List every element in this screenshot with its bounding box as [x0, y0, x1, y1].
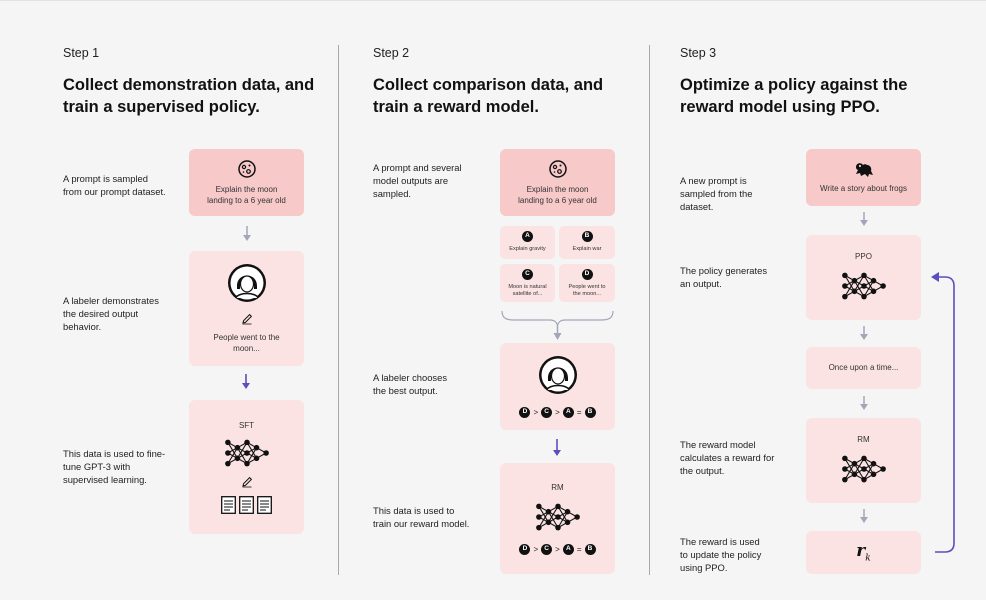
pencil-icon [241, 476, 252, 487]
frog-icon [855, 163, 873, 177]
document-icon [239, 495, 254, 514]
neural-network-icon [534, 500, 582, 534]
pencil-icon [241, 313, 252, 325]
step3-ppo-box: PPO [806, 235, 921, 320]
step3-desc-policy: The policy generates an output. [680, 265, 768, 289]
step1-demo-text: People went to the moon... [213, 333, 280, 353]
step2-brace-arrow [501, 310, 614, 340]
step3-prompt-text: Write a story about frogs [820, 183, 907, 193]
step3-desc-update: The reward is used to update the policy … [680, 536, 762, 573]
step3-ppo-label: PPO [855, 252, 872, 261]
divider-2 [649, 45, 650, 575]
step3-title: Optimize a policy against the reward mod… [680, 76, 908, 116]
document-stack [221, 495, 272, 514]
step3-desc-prompt: A new prompt is sampled from the dataset… [680, 175, 753, 212]
output-option-b: B Explain war [559, 226, 615, 259]
neural-network-icon [840, 269, 888, 303]
step2-title: Collect comparison data, and train a rew… [373, 76, 604, 116]
moon-icon [548, 160, 567, 178]
step3-desc-reward: The reward model calculates a reward for… [680, 439, 775, 476]
step2-rm-box: RM D > C > A = B [500, 463, 615, 574]
step1-arrow-2 [242, 374, 250, 389]
divider-1 [338, 45, 339, 575]
step1-arrow-1 [243, 226, 251, 241]
step1-desc-prompt: A prompt is sampled from our prompt data… [63, 173, 166, 197]
neural-network-icon [840, 452, 888, 486]
step1-prompt-box: Explain the moon landing to a 6 year old [189, 149, 304, 216]
step2-label: Step 2 [373, 46, 410, 60]
step3-rm-label: RM [857, 435, 870, 444]
output-option-d: D People went to the moon... [559, 264, 615, 302]
step3-output-box: Once upon a time... [806, 347, 921, 389]
step3-arrow-3 [860, 396, 868, 410]
step3-output-text: Once upon a time... [828, 362, 899, 372]
step2-arrow-2 [553, 439, 561, 456]
badge-b: B [581, 231, 593, 242]
badge-c: C [522, 269, 533, 280]
step3-arrow-4 [860, 509, 868, 523]
step2-rm-label: RM [551, 482, 564, 492]
moon-icon [237, 160, 256, 178]
step1-sft-box: SFT [189, 400, 304, 534]
output-option-c: C Moon is natural satellite of... [500, 264, 555, 302]
step3-reward-box: rk [806, 531, 921, 574]
labeler-avatar-icon [538, 356, 577, 394]
step1-label: Step 1 [63, 46, 100, 60]
step2-prompt-box: Explain the moon landing to a 6 year old [500, 149, 615, 216]
step2-ranking-1: D > C > A = B [519, 407, 596, 418]
step2-desc-sample: A prompt and several model outputs are s… [373, 162, 462, 199]
step3-label: Step 3 [680, 46, 717, 60]
labeler-avatar-icon [227, 264, 266, 302]
step1-sft-label: SFT [238, 420, 255, 430]
step3-arrow-1 [860, 212, 868, 226]
top-border [0, 0, 986, 1]
neural-network-icon [223, 436, 271, 470]
document-icon [221, 495, 236, 514]
step2-ranking-2: D > C > A = B [519, 543, 596, 555]
step2-prompt-text: Explain the moon landing to a 6 year old [518, 185, 597, 205]
step3-rm-box: RM [806, 418, 921, 503]
step3-prompt-box: Write a story about frogs [806, 149, 921, 206]
badge-a: A [522, 231, 533, 242]
badge-d: D [581, 269, 593, 280]
reward-symbol: rk [856, 541, 871, 564]
step1-title: Collect demonstration data, and train a … [63, 76, 315, 116]
step2-desc-train: This data is used to train our reward mo… [373, 505, 470, 529]
document-icon [257, 495, 272, 514]
step3-arrow-2 [860, 326, 868, 340]
step1-desc-finetune: This data is used to fine- tune GPT-3 wi… [63, 448, 166, 485]
step1-prompt-text: Explain the moon landing to a 6 year old [207, 185, 286, 205]
output-option-a: A Explain gravity [500, 226, 555, 259]
step3-feedback-loop-arrow [931, 272, 955, 553]
step2-choose-box: D > C > A = B [500, 343, 615, 430]
step2-desc-labeler: A labeler chooses the best output. [373, 372, 448, 396]
step1-desc-labeler: A labeler demonstrates the desired outpu… [63, 295, 159, 332]
step1-demo-box: People went to the moon... [189, 251, 304, 366]
